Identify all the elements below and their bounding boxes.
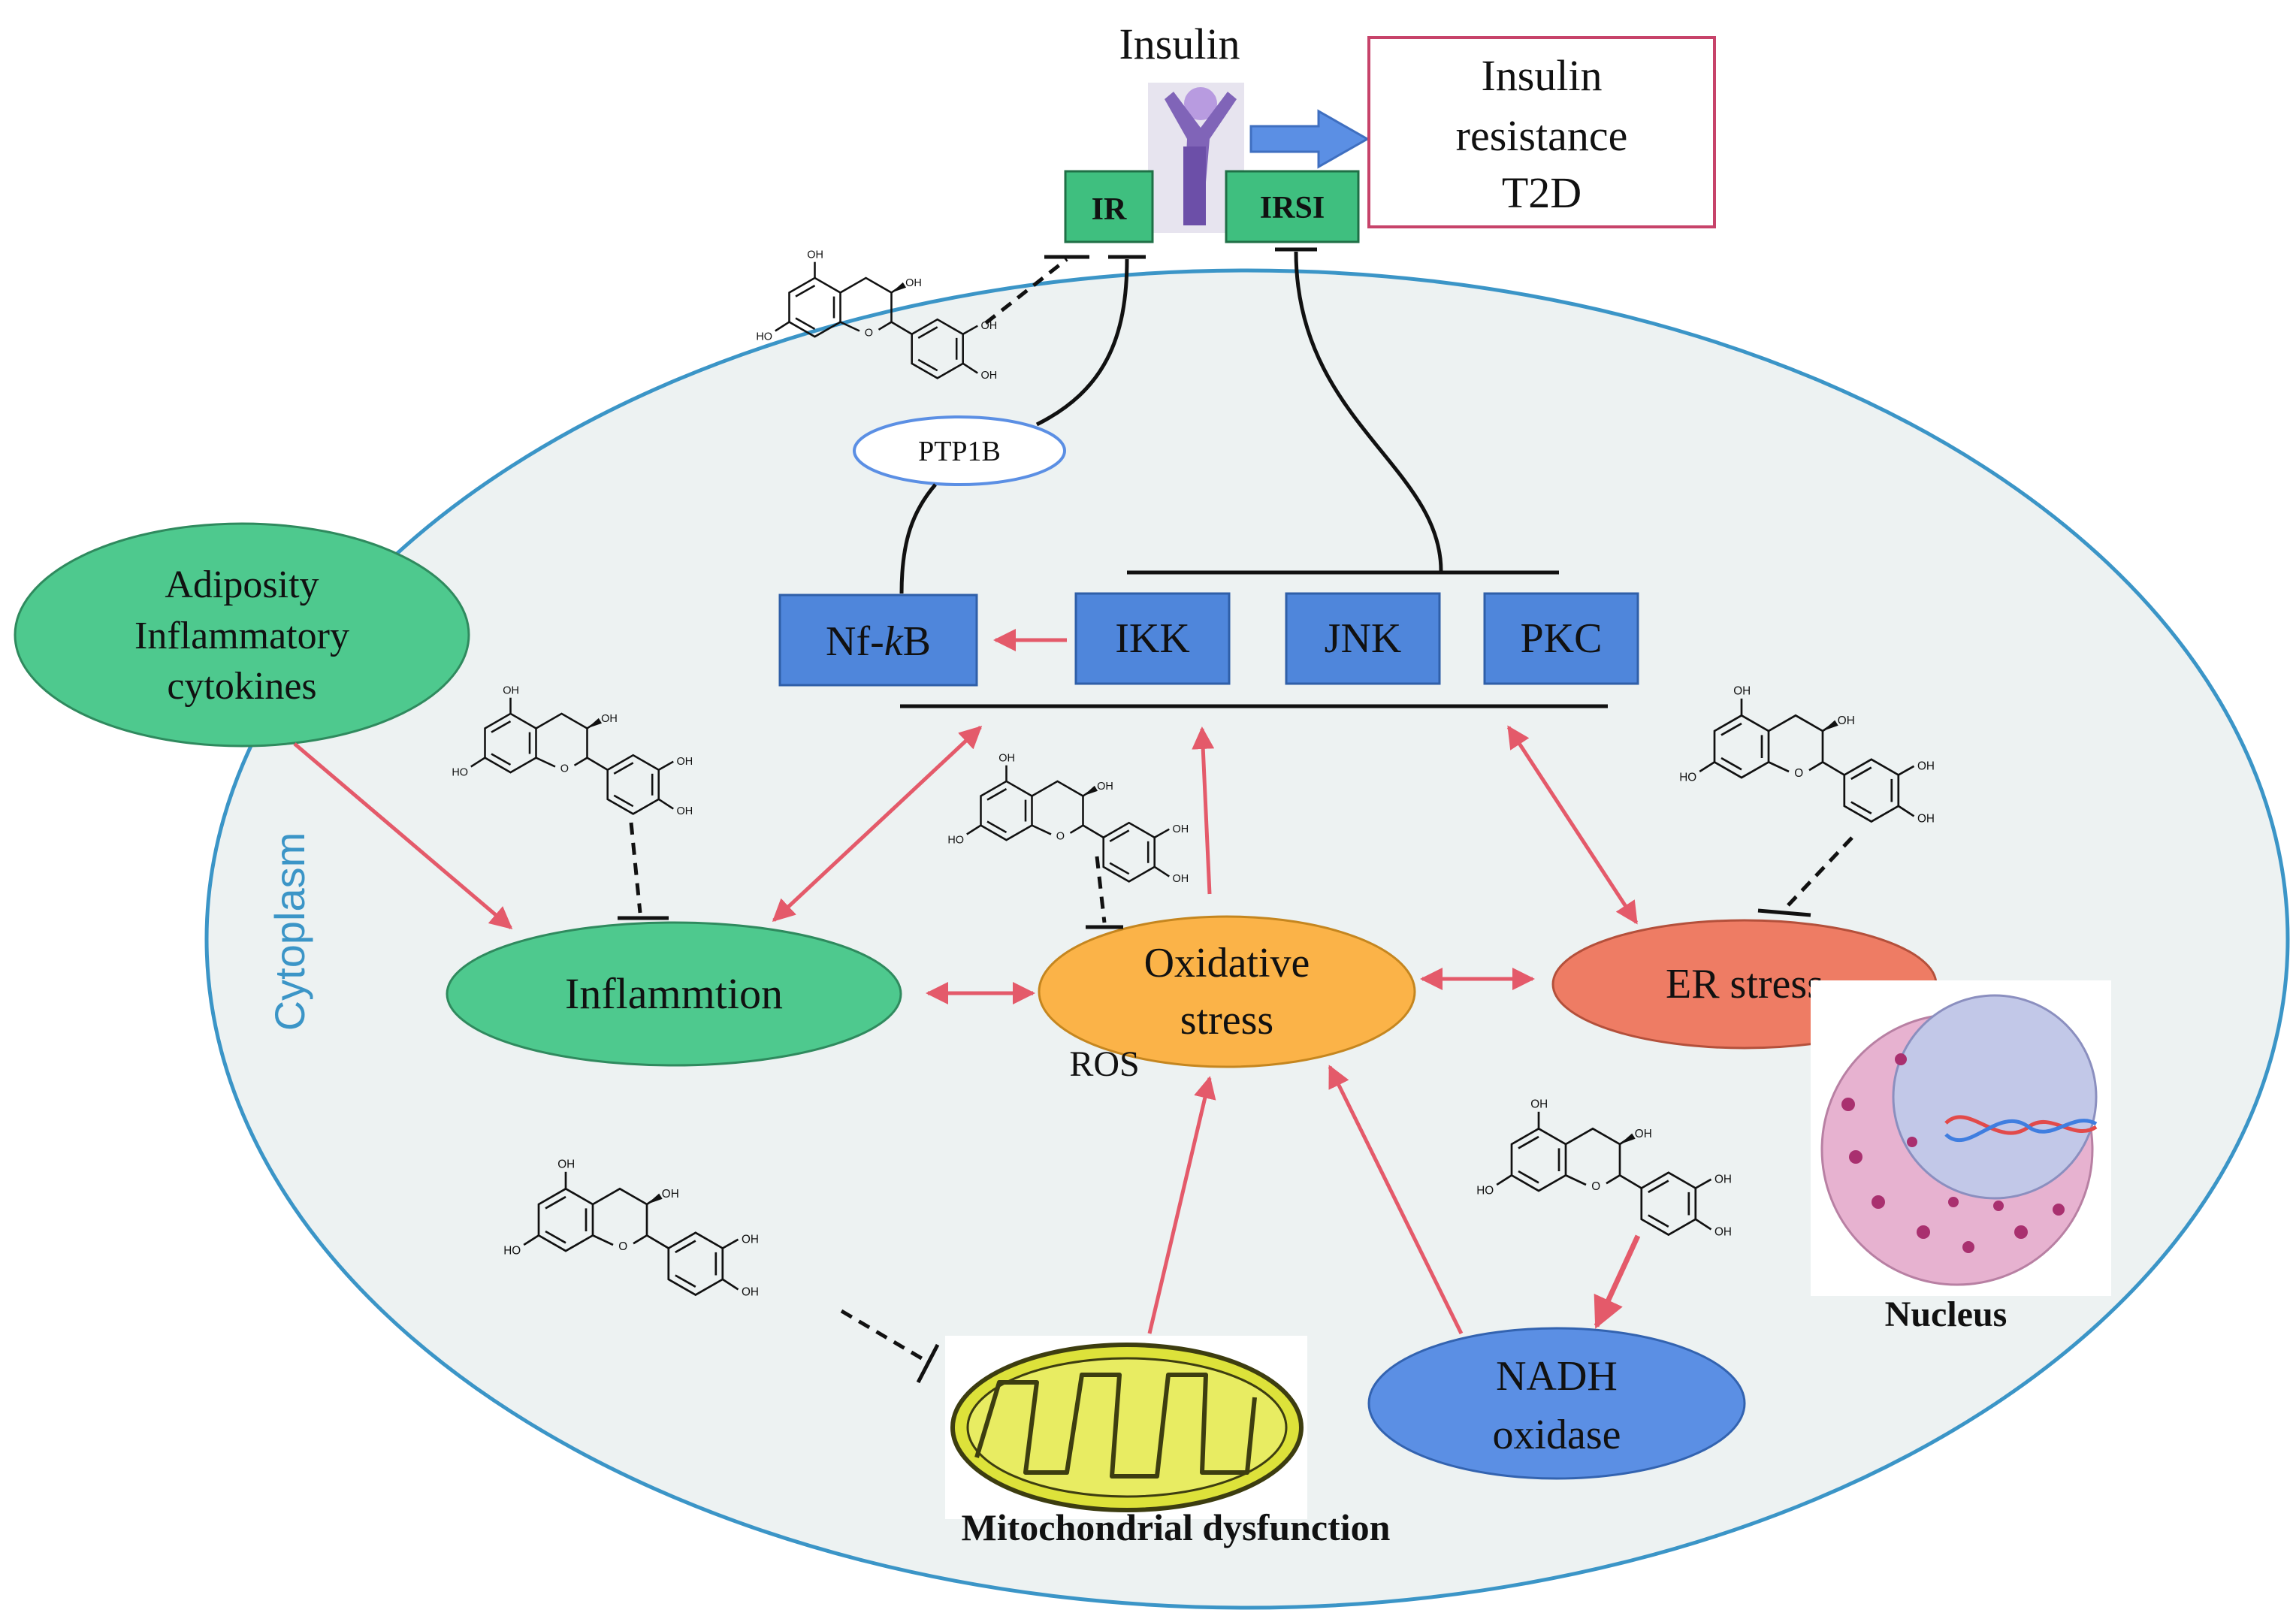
ikk-label: IKK	[1115, 615, 1190, 662]
adiposity-line1: Adiposity	[165, 563, 319, 606]
nucleus-icon	[1811, 980, 2111, 1296]
insulin-resistance-line1: Insulin	[1481, 51, 1602, 100]
adiposity-to-inflammation-arrow	[293, 742, 513, 929]
ros-label: ROS	[1069, 1044, 1139, 1084]
nadh-line2: oxidase	[1492, 1412, 1621, 1458]
inflammation-kinase-arrow	[772, 725, 983, 923]
pkc-label: PKC	[1521, 615, 1603, 662]
ptp1b-node	[853, 415, 1066, 486]
insulin-resistance-line3: T2D	[1502, 168, 1582, 217]
catechin-to-nadh-arrow	[1594, 1234, 1641, 1329]
adiposity-line2: Inflammatory	[134, 615, 349, 657]
irsi-box	[1225, 170, 1360, 243]
oxidative-stress-node	[1038, 915, 1416, 1068]
adiposity-line3: cytokines	[167, 665, 316, 708]
oxidative-line1: Oxidative	[1144, 940, 1310, 986]
insulin-label: Insulin	[1119, 20, 1240, 68]
er-stress-label: ER stress	[1666, 961, 1823, 1007]
nfkb-box	[778, 594, 978, 687]
nfkb-label: Nf-kB	[826, 618, 931, 665]
inhibit-bar	[1757, 908, 1811, 917]
kinases-inhibit-irsi	[1294, 251, 1443, 572]
catechin-inhibit-inflammation	[629, 822, 642, 914]
nucleus-label: Nucleus	[1885, 1294, 2007, 1334]
cytoplasm-label: Cytoplasm	[266, 832, 313, 1032]
ikk-box	[1074, 592, 1231, 685]
adiposity-node	[14, 522, 470, 748]
jnk-label: JNK	[1325, 615, 1402, 662]
resistance-arrow	[1249, 109, 1370, 169]
mito-to-oxidative-arrow	[1147, 1076, 1216, 1334]
insulin-resistance-box	[1367, 36, 1716, 228]
inflammation-label: Inflammtion	[565, 969, 783, 1018]
insulin-resistance-line2: resistance	[1456, 111, 1628, 160]
catechin-inhibit-ir	[984, 258, 1068, 325]
er-kinase-arrow	[1506, 725, 1639, 925]
nadh-to-oxidative-arrow	[1328, 1065, 1464, 1335]
inflammation-node	[446, 921, 902, 1067]
nadh-line1: NADH	[1496, 1353, 1618, 1400]
ptp1b-inhibit-ir	[1035, 258, 1129, 427]
oxidative-to-kinase-arrow	[1192, 726, 1215, 895]
ptp1b-label: PTP1B	[918, 436, 1001, 467]
inhibit-bar	[916, 1343, 940, 1384]
catechin-inhibit-oxidative	[1095, 856, 1107, 923]
irsi-label: IRSI	[1260, 191, 1325, 225]
mitochondrion-icon	[945, 1336, 1307, 1519]
mito-label: Mitochondrial dysfunction	[962, 1506, 1391, 1548]
pkc-box	[1483, 592, 1639, 685]
oxidative-line2: stress	[1180, 997, 1273, 1044]
catechin-inhibit-er	[1787, 836, 1853, 907]
ir-label: IR	[1092, 192, 1127, 227]
nfkb-to-ptp1b	[899, 483, 937, 594]
catechin-inhibit-mito	[840, 1309, 926, 1362]
insulin-receptor-icon	[1148, 83, 1244, 233]
ir-box	[1064, 170, 1154, 243]
nadh-oxidase-node	[1367, 1327, 1746, 1480]
jnk-box	[1285, 592, 1441, 685]
